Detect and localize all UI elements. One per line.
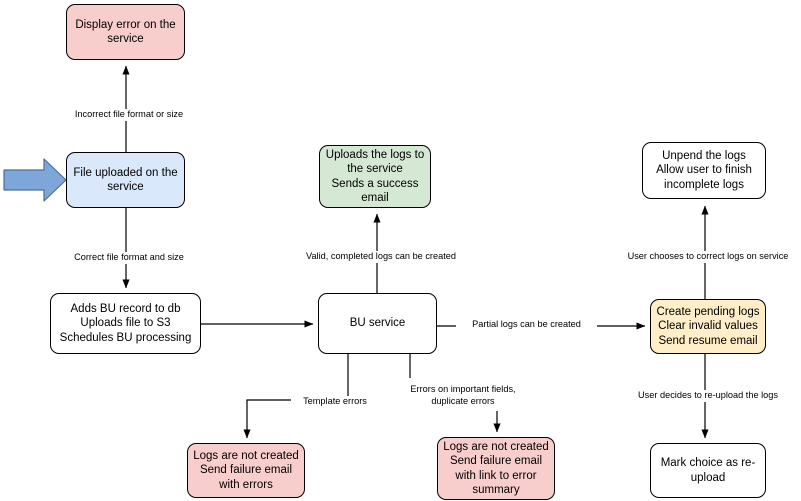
node-label: Adds BU record to db Uploads file to S3 … (59, 302, 192, 344)
node-label: Logs are not created Send failure email … (193, 449, 299, 491)
node-bu-service[interactable]: BU service (318, 293, 437, 354)
node-label: BU service (349, 317, 406, 330)
node-file-uploaded[interactable]: File uploaded on the service (66, 152, 185, 208)
node-uploads-logs[interactable]: Uploads the logs to the service Sends a … (319, 145, 431, 208)
node-mark-choice-reupload[interactable]: Mark choice as re- upload (650, 443, 766, 498)
edge-label-valid-completed-logs: Valid, completed logs can be created (285, 251, 477, 263)
edge-label-partial-logs: Partial logs can be created (456, 319, 597, 331)
node-label: Display error on the service (75, 18, 176, 46)
node-unpend-logs[interactable]: Unpend the logs Allow user to finish inc… (642, 142, 766, 199)
node-label: Logs are not created Send failure email … (443, 440, 549, 497)
node-adds-bu-record[interactable]: Adds BU record to db Uploads file to S3 … (50, 293, 201, 354)
edge-label-correct-format: Correct file format and size (56, 252, 202, 264)
edge-label-user-reuploads: User decides to re-upload the logs (620, 390, 796, 402)
edge-label-errors-important-fields: Errors on important fields, duplicate er… (392, 384, 534, 407)
node-label: Create pending logs Clear invalid values… (656, 305, 760, 347)
edge-label-incorrect-format: Incorrect file format or size (56, 109, 202, 121)
node-logs-not-created-template[interactable]: Logs are not created Send failure email … (187, 443, 305, 498)
node-label: File uploaded on the service (73, 166, 178, 194)
node-label: Unpend the logs Allow user to finish inc… (656, 149, 752, 191)
node-logs-not-created-fields[interactable]: Logs are not created Send failure email … (437, 437, 555, 500)
node-label: Uploads the logs to the service Sends a … (325, 148, 425, 205)
node-display-error[interactable]: Display error on the service (66, 4, 185, 60)
start-arrow (3, 158, 67, 202)
edge-label-template-errors: Template errors (291, 396, 379, 408)
node-create-pending-logs[interactable]: Create pending logs Clear invalid values… (650, 299, 766, 354)
node-label: Mark choice as re- upload (660, 457, 756, 484)
edge-label-user-corrects-logs: User chooses to correct logs on service (608, 251, 801, 263)
